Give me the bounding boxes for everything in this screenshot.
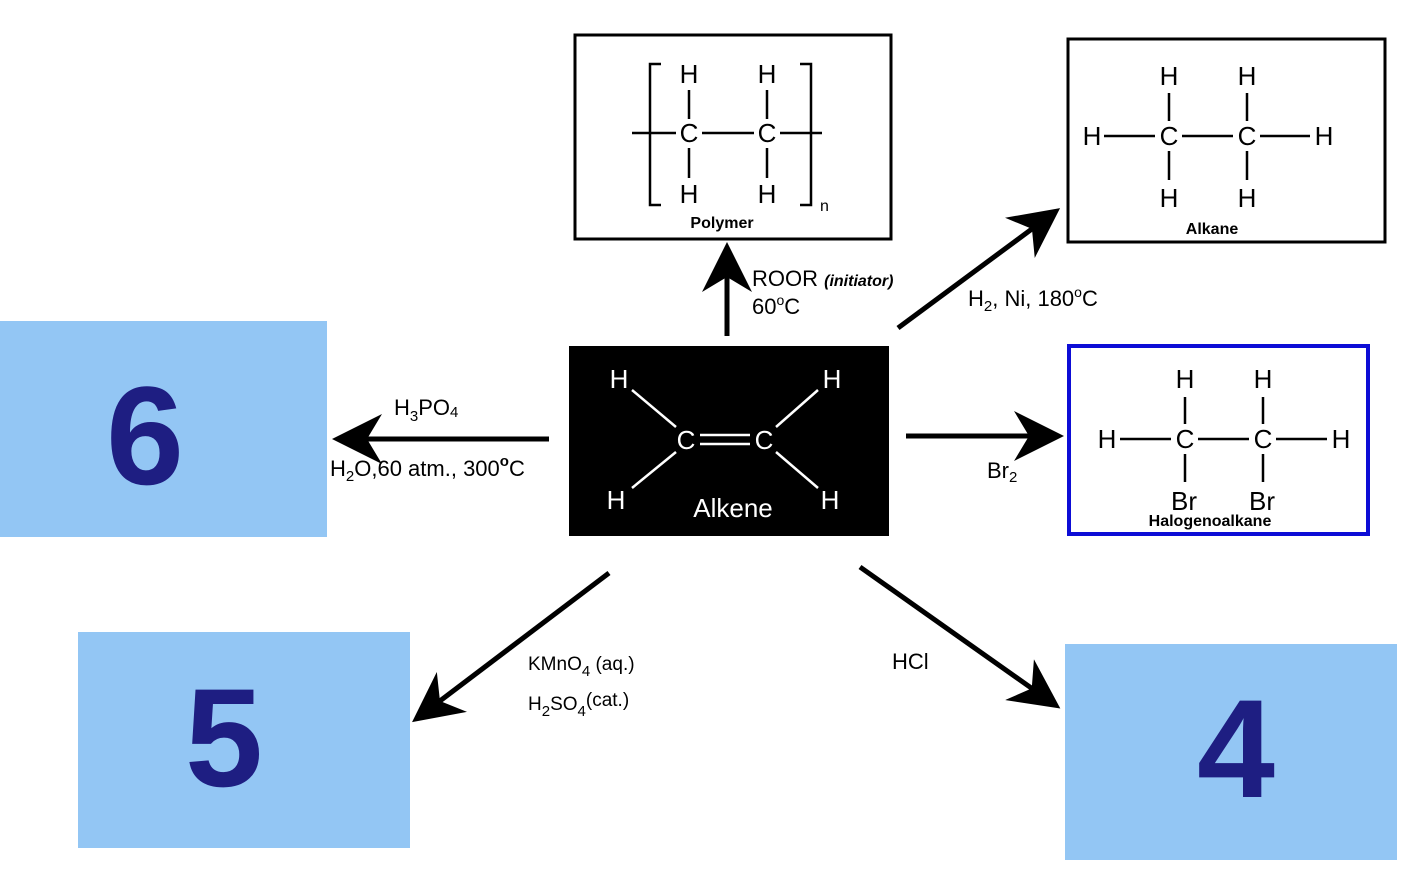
polymer-cond-temp: 60 — [752, 294, 776, 319]
alkene-structure — [631, 389, 819, 489]
hydration-h: H — [394, 395, 410, 420]
polymer-box: H H C C H H n Polymer — [573, 33, 893, 241]
oxidation-h-sub: 2 — [542, 703, 550, 720]
alkane-h: H — [1238, 61, 1257, 91]
answer-box-6: 6 — [0, 321, 327, 537]
halogeno-h: H — [1254, 364, 1273, 394]
polymer-cond-degree: o — [776, 292, 784, 308]
polymer-structure — [632, 62, 822, 207]
arrow-to-alkane — [896, 208, 1061, 331]
halogeno-br: Br — [1249, 486, 1275, 516]
alkane-h: H — [1160, 61, 1179, 91]
halogeno-h: H — [1098, 424, 1117, 454]
oxidation-h: H — [528, 694, 542, 715]
oxidation-kmno-sub: 4 — [582, 663, 590, 680]
hcl-conditions: HCl — [892, 649, 929, 674]
answer-box-6-number: 6 — [106, 357, 184, 514]
halogenoalkane-box: H H H C C H Br Br Halogenoalkane — [1067, 344, 1370, 536]
polymer-cond-reagent: ROOR — [752, 266, 818, 291]
alkene-label: Alkene — [693, 493, 773, 523]
polymer-conditions: ROOR (initiator) 60oC — [752, 266, 893, 319]
svg-text:KMnO4 (aq.): KMnO4 (aq.) — [528, 654, 635, 680]
svg-text:60oC: 60oC — [752, 292, 800, 319]
polymer-h: H — [758, 179, 777, 209]
polymer-h: H — [758, 59, 777, 89]
hydration-po: PO — [418, 395, 450, 420]
polymer-h: H — [680, 59, 699, 89]
polymer-caption: Polymer — [690, 215, 753, 232]
hydration-unit: C — [509, 456, 525, 481]
halogenoalkane-structure — [1120, 397, 1327, 482]
polymer-c: C — [758, 118, 777, 148]
alkane-cond-h: H — [968, 286, 984, 311]
halogeno-conditions: Br2 — [987, 458, 1017, 486]
oxidation-so-sub: 4 — [578, 703, 586, 720]
alkane-h: H — [1315, 121, 1334, 151]
polymer-cond-unit: C — [784, 294, 800, 319]
halogenoalkane-caption: Halogenoalkane — [1149, 513, 1272, 530]
polymer-h: H — [680, 179, 699, 209]
oxidation-cat: (cat.) — [586, 690, 629, 711]
alkene-h: H — [607, 485, 626, 515]
halogeno-c: C — [1176, 424, 1195, 454]
svg-text:H2O,60 atm., 300oC: H2O,60 atm., 300oC — [330, 453, 525, 485]
polymer-cond-note: (initiator) — [824, 273, 893, 290]
halogeno-h: H — [1332, 424, 1351, 454]
answer-box-5-number: 5 — [185, 659, 263, 816]
alkane-box: H H H C C H H H Alkane — [1066, 37, 1387, 244]
oxidation-aq: (aq.) — [590, 654, 634, 675]
alkane-cond-unit: C — [1082, 286, 1098, 311]
svg-text:H3PO4: H3PO4 — [394, 395, 458, 425]
hydration-h-sub: 3 — [410, 408, 418, 425]
hydration-degree: o — [500, 453, 509, 470]
alkane-conditions: H2, Ni, 180oC — [968, 284, 1098, 315]
hydration-conditions: H3PO4 H2O,60 atm., 300oC — [330, 395, 525, 485]
alkane-cond-h-sub: 2 — [984, 298, 992, 315]
hydration-water-o: O — [354, 456, 371, 481]
svg-text:H2, Ni, 180oC: H2, Ni, 180oC — [968, 284, 1098, 315]
polymer-c: C — [680, 118, 699, 148]
alkane-c: C — [1160, 121, 1179, 151]
answer-box-5: 5 — [78, 632, 410, 848]
alkane-cond-degree: o — [1074, 284, 1082, 300]
halogeno-cond-br: Br — [987, 458, 1009, 483]
alkane-h: H — [1238, 183, 1257, 213]
hydration-po-sub: 4 — [450, 404, 458, 421]
alkene-h: H — [610, 364, 629, 394]
oxidation-so: SO — [550, 694, 577, 715]
arrow-to-box-5 — [412, 571, 611, 723]
oxidation-conditions: KMnO4 (aq.) H2SO4(cat.) — [528, 654, 635, 720]
alkane-structure — [1104, 93, 1310, 180]
hydration-conditions-rest: ,60 atm., 300 — [371, 456, 499, 481]
alkene-h: H — [821, 485, 840, 515]
alkene-c: C — [677, 425, 696, 455]
svg-text:Br2: Br2 — [987, 458, 1017, 486]
alkane-h: H — [1160, 183, 1179, 213]
oxidation-kmno: KMnO — [528, 654, 582, 675]
hydration-water-h: H — [330, 456, 346, 481]
alkane-caption: Alkane — [1186, 221, 1239, 238]
alkane-c: C — [1238, 121, 1257, 151]
arrow-to-box-4 — [858, 564, 1061, 709]
hydration-water-sub: 2 — [346, 468, 354, 485]
answer-box-4-number: 4 — [1197, 670, 1275, 827]
polymer-subscript-n: n — [820, 198, 829, 215]
alkane-cond-rest: , Ni, 180 — [992, 286, 1074, 311]
answer-box-4: 4 — [1065, 644, 1397, 860]
svg-text:ROOR (initiator): ROOR (initiator) — [752, 266, 893, 291]
alkene-h: H — [823, 364, 842, 394]
alkene-box: H H C C H H Alkene — [569, 346, 889, 536]
alkane-h: H — [1083, 121, 1102, 151]
halogeno-h: H — [1176, 364, 1195, 394]
halogeno-cond-sub: 2 — [1009, 469, 1017, 486]
halogeno-br: Br — [1171, 486, 1197, 516]
halogeno-c: C — [1254, 424, 1273, 454]
alkene-c: C — [755, 425, 774, 455]
svg-text:H2SO4(cat.): H2SO4(cat.) — [528, 690, 629, 720]
